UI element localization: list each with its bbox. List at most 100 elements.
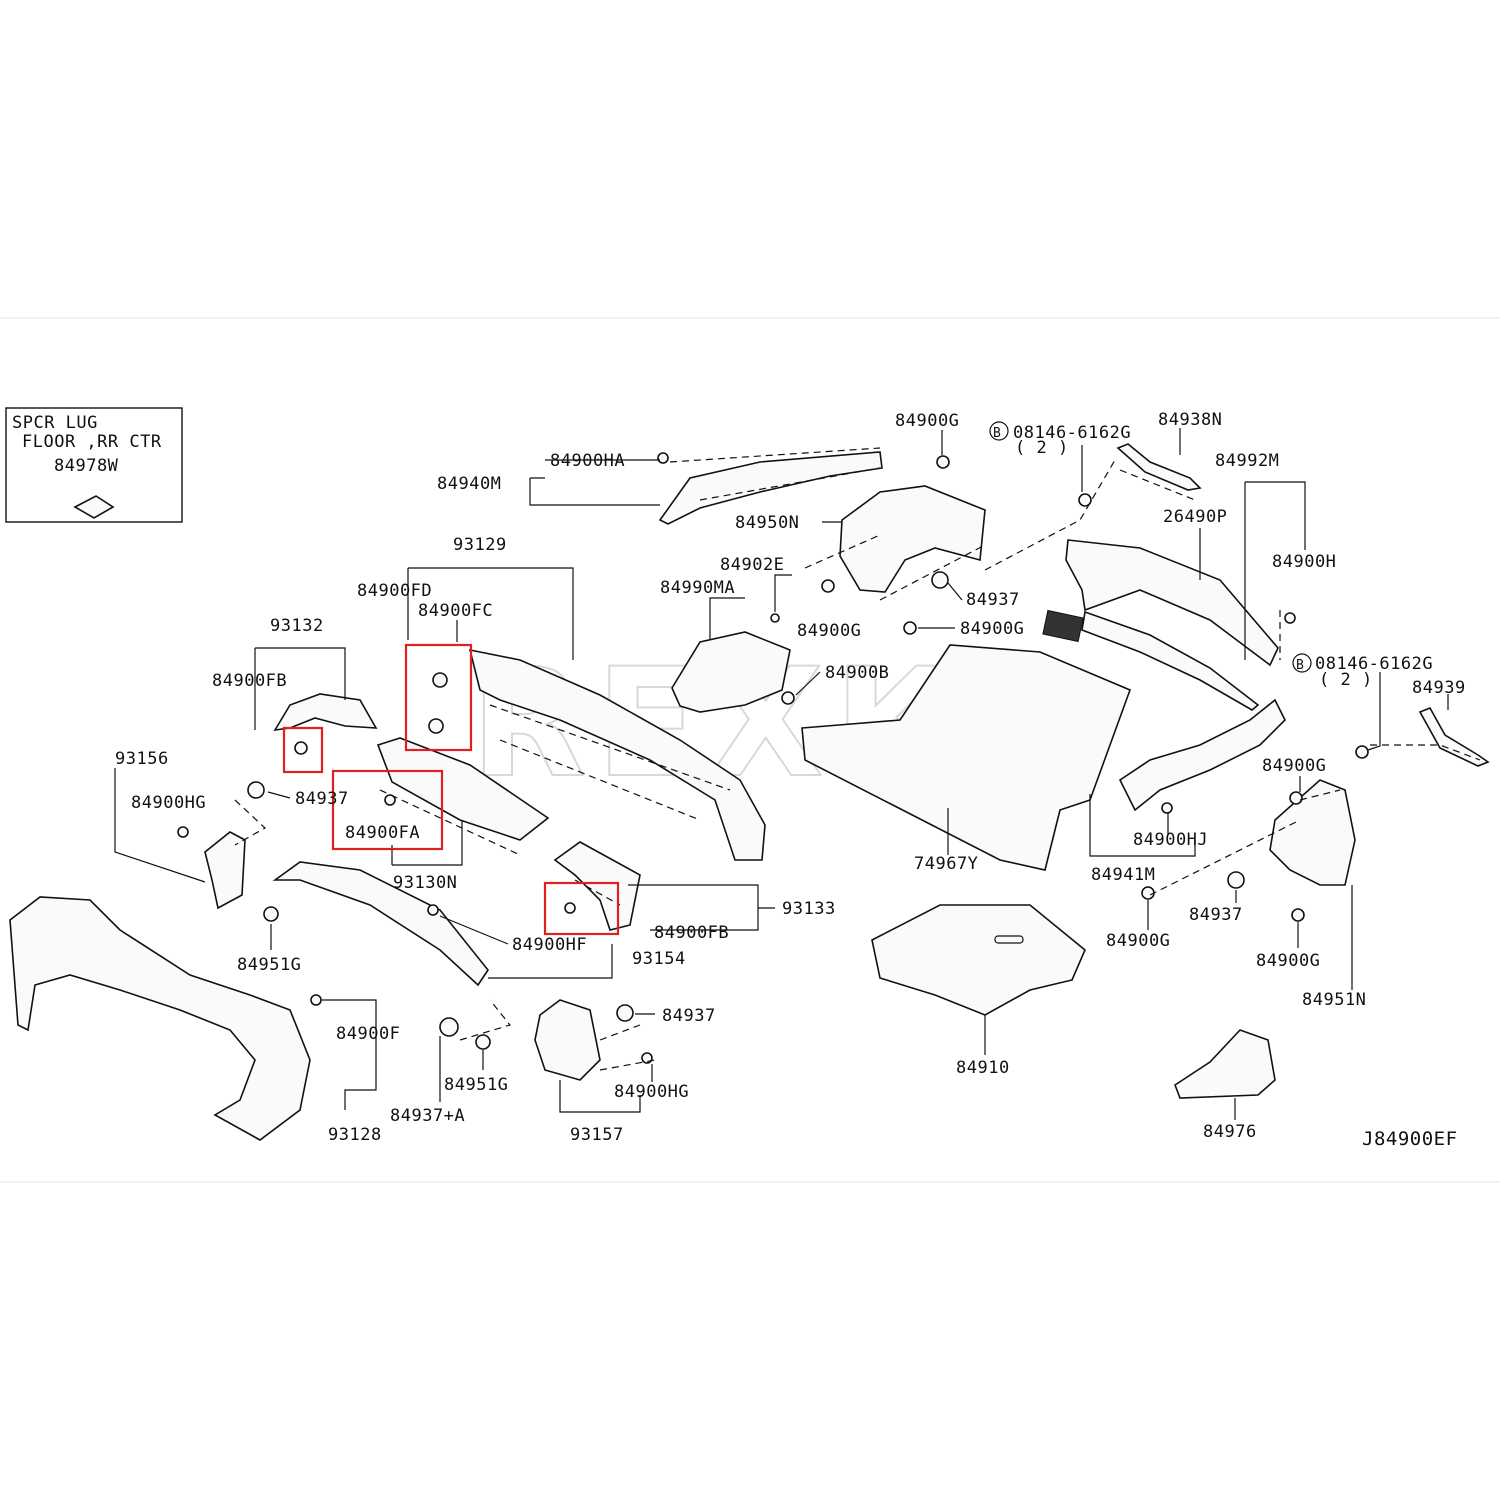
clip-84900G-icon	[1141, 886, 1155, 900]
trim-93156	[204, 831, 246, 910]
grommet-84951G-icon	[475, 1034, 491, 1050]
clip-84900HG-icon	[177, 826, 189, 838]
label-84900HG-left: 84900HG	[131, 793, 206, 813]
trim-93132	[273, 693, 378, 732]
nut-84937-icon	[931, 571, 949, 589]
panel-84992M-lower	[1081, 610, 1260, 711]
label-84992M: 84992M	[1215, 451, 1279, 471]
bracket-84938N	[1116, 443, 1202, 491]
label-08146-top-qty: ( 2 )	[1015, 438, 1069, 458]
label-84902E: 84902E	[720, 555, 784, 575]
label-84900HA: 84900HA	[550, 451, 625, 471]
clip-84900HG-icon	[641, 1052, 653, 1064]
label-84900G-right2: 84900G	[1106, 931, 1170, 951]
label-84900B: 84900B	[825, 663, 889, 683]
label-84900F: 84900F	[336, 1024, 400, 1044]
label-84900G-top: 84900G	[895, 411, 959, 431]
clip-84900G-icon	[821, 579, 835, 593]
label-84937-right: 84937	[1189, 905, 1243, 925]
inset-box: SPCR LUG FLOOR ,RR CTR 84978W	[5, 407, 183, 523]
highlight-84900FC-FD	[404, 643, 473, 752]
label-84900FB-right: 84900FB	[654, 923, 729, 943]
trim-84941M	[1118, 698, 1286, 812]
plate-93130N	[376, 737, 550, 841]
label-93156: 93156	[115, 749, 169, 769]
label-08146-right-qty: ( 2 )	[1319, 670, 1373, 690]
label-93132: 93132	[270, 616, 324, 636]
label-84937-bottom: 84937	[662, 1006, 716, 1026]
label-84950N: 84950N	[735, 513, 799, 533]
dashed-guides	[234, 447, 1481, 1071]
inset-title: SPCR LUG	[12, 413, 98, 433]
leader-lines	[114, 428, 1449, 1120]
bolt-08146-icon	[1078, 493, 1092, 507]
bracket-84939	[1418, 706, 1490, 767]
clip-84900FD-icon	[428, 718, 444, 734]
label-84976: 84976	[1203, 1122, 1257, 1142]
clip-84900F-icon	[310, 994, 322, 1006]
rail-93154	[272, 861, 489, 987]
label-08146-top: 08146-6162G	[1013, 423, 1131, 443]
trim-84950N	[839, 485, 986, 593]
clip-84900G-icon	[1291, 908, 1305, 922]
lamp-26490P	[1042, 609, 1084, 643]
clip-84902E-icon	[770, 613, 780, 623]
inset-subtitle: FLOOR ,RR CTR	[22, 432, 162, 452]
label-84939: 84939	[1412, 678, 1466, 698]
label-93154: 93154	[632, 949, 686, 969]
trim-93128	[9, 896, 311, 1141]
highlight-boxes	[282, 643, 620, 936]
label-84937-left: 84937	[295, 789, 349, 809]
trim-93157	[534, 999, 601, 1081]
label-93157: 93157	[570, 1125, 624, 1145]
label-93129: 93129	[453, 535, 507, 555]
label-84951G-bottom: 84951G	[444, 1075, 508, 1095]
label-84900FD: 84900FD	[357, 581, 432, 601]
nut-84937-icon	[616, 1004, 634, 1022]
label-84900G-mid2: 84900G	[960, 619, 1024, 639]
label-84941M: 84941M	[1091, 865, 1155, 885]
trim-93133	[553, 841, 641, 931]
spacer-lug-diamond	[73, 495, 115, 519]
label-84938N: 84938N	[1158, 410, 1222, 430]
nut-84900B-icon	[781, 691, 795, 705]
inset-part-number: 84978W	[54, 456, 119, 476]
nut-84937A-icon	[439, 1017, 459, 1037]
label-26490P: 26490P	[1163, 507, 1227, 527]
label-84951N: 84951N	[1302, 990, 1366, 1010]
highlight-84900FB-right	[543, 881, 620, 936]
label-84910: 84910	[956, 1058, 1010, 1078]
mat-handle	[994, 935, 1024, 944]
bolt-markers: B B	[989, 421, 1312, 673]
label-84900FA: 84900FA	[345, 823, 420, 843]
clip-84900HJ-icon	[1161, 802, 1173, 814]
clip-84900G-icon	[903, 621, 917, 635]
clip-84900G-icon	[936, 455, 950, 469]
clip-84900FA-icon	[384, 794, 396, 806]
fasteners	[177, 452, 1369, 1064]
label-93133: 93133	[782, 899, 836, 919]
label-84900HG-bottom: 84900HG	[614, 1082, 689, 1102]
label-84900G-mid1: 84900G	[797, 621, 861, 641]
label-84900FC: 84900FC	[418, 601, 493, 621]
clip-84900HF-icon	[427, 904, 439, 916]
clip-84900FB-icon	[294, 741, 308, 755]
label-84900HF: 84900HF	[512, 935, 587, 955]
clip-84900HA-icon	[657, 452, 669, 464]
part-labels: 84900HA 84940M 84900G 08146-6162G ( 2 ) …	[115, 410, 1466, 1150]
label-84990MA: 84990MA	[660, 578, 735, 598]
highlight-84900FB-left	[282, 726, 324, 774]
bracket-84976	[1174, 1029, 1276, 1099]
diagram-id: J84900EF	[1362, 1128, 1458, 1150]
label-84940M: 84940M	[437, 474, 501, 494]
label-84900FB-left: 84900FB	[212, 671, 287, 691]
highlight-84900FA	[331, 769, 444, 851]
mat-84910	[871, 904, 1086, 1016]
marker-b-right: B	[1296, 658, 1304, 673]
label-93128: 93128	[328, 1125, 382, 1145]
bracket-84990MA	[671, 631, 791, 713]
label-84900H: 84900H	[1272, 552, 1336, 572]
clip-84900FC-icon	[432, 672, 448, 688]
label-84900HJ: 84900HJ	[1133, 830, 1208, 850]
